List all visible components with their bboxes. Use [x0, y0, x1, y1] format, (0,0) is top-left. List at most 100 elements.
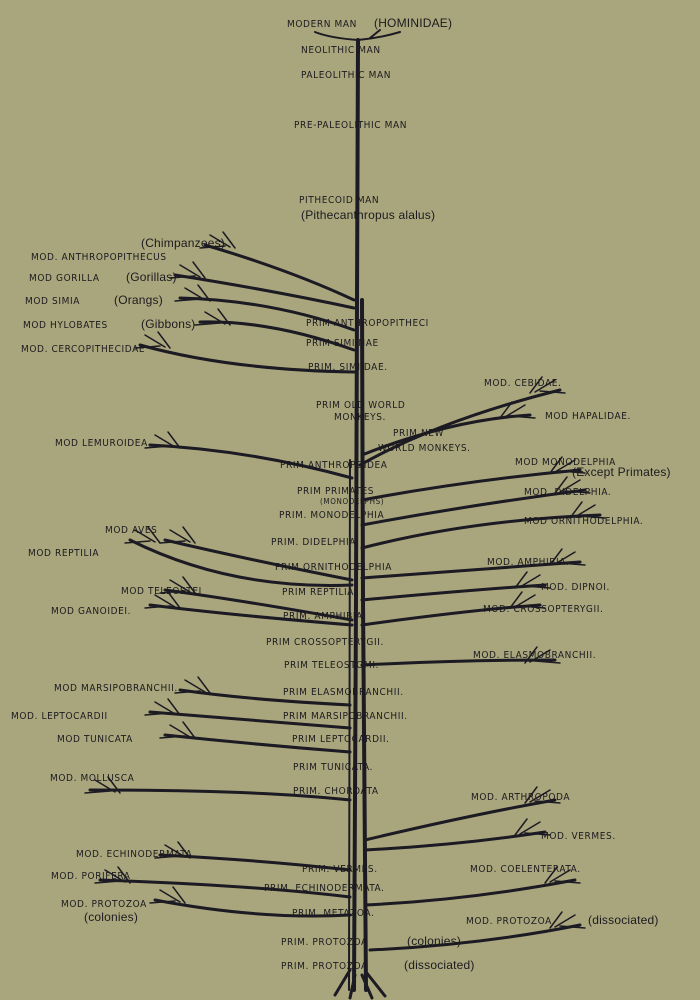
twig: [154, 841, 191, 859]
branch: [163, 733, 352, 754]
branch: [163, 588, 354, 622]
twig: [549, 911, 586, 929]
twig: [144, 431, 181, 449]
node-label: (colonies): [407, 934, 461, 948]
node-label: MOD. CEBIDAE.: [484, 378, 562, 389]
twig: [134, 331, 171, 349]
node-label: PRIM TUNICATA.: [293, 762, 373, 773]
twig: [169, 261, 206, 279]
twig: [569, 501, 606, 519]
node-label: PRE-PALEOLITHIC MAN: [294, 120, 407, 131]
node-label: MOD GANOIDEI.: [51, 606, 131, 617]
branch: [360, 560, 582, 580]
twig: [549, 548, 586, 566]
node-label: PRIM CROSSOPTERYGII.: [266, 637, 384, 648]
node-label: PRIM. ECHINODERMATA.: [264, 883, 385, 894]
node-label: MOD TUNICATA: [57, 734, 133, 745]
node-label: MOD. DIPNOI.: [541, 582, 610, 593]
twig: [529, 376, 566, 394]
twig: [159, 721, 196, 739]
node-label: NEOLITHIC MAN: [301, 45, 381, 56]
node-label: MOD MARSIPOBRANCHII.: [54, 683, 178, 694]
branch: [163, 538, 354, 582]
node-label: MOD. MOLLUSCA: [50, 773, 135, 784]
twig: [144, 591, 181, 609]
branch: [363, 878, 577, 907]
node-label: MOD LEMUROIDEA: [55, 438, 148, 449]
node-label: MOD SIMIA: [25, 296, 80, 307]
node-label: (Gorillas): [126, 270, 177, 284]
node-label: MOD. ANTHROPOPITHECUS: [31, 252, 167, 263]
node-label: PRIM. MONODELPHIA: [279, 510, 385, 521]
node-label: PRIM. VERMES.: [302, 864, 378, 875]
twig: [84, 776, 121, 794]
twig: [174, 284, 211, 302]
node-label: PRIM. SIMIIDAE.: [308, 362, 388, 373]
node-label: MOD. AMPHIBIA.: [487, 557, 569, 568]
node-label: MOD. CROSSOPTERYGII.: [483, 604, 603, 615]
node-label: MOD TELEOSTEI: [121, 586, 202, 597]
node-label: MOD. VERMES.: [541, 831, 616, 842]
node-label: PRIM. METAZOA.: [292, 908, 374, 919]
branch: [173, 273, 356, 310]
node-label: (dissociated): [404, 958, 475, 972]
node-label: WORLD MONKEYS.: [378, 443, 471, 454]
twig: [544, 866, 581, 884]
node-label: PRIM. DIDELPHIA: [271, 537, 356, 548]
node-label: PRIM LEPTOCARDII.: [292, 734, 390, 745]
node-label: PRIM TELEOSTOMI.: [284, 660, 379, 671]
node-label: (dissociated): [588, 913, 659, 927]
node-label: PRIM SIMIINAE: [306, 338, 379, 349]
node-label: MOD. LEPTOCARDII: [11, 711, 108, 722]
node-label: (Gibbons): [141, 317, 196, 331]
node-label: (MONODELPHS): [320, 497, 384, 506]
twig: [144, 698, 181, 716]
twig: [499, 401, 536, 419]
branch: [153, 898, 352, 918]
branch: [203, 243, 356, 302]
branch: [198, 320, 356, 352]
branches: [84, 29, 606, 1000]
node-label: PRIM MARSIPOBRANCHII.: [283, 711, 408, 722]
branch: [360, 468, 582, 502]
twig: [514, 818, 551, 836]
labels: MODERN MAN (HOMINIDAE) NEOLITHIC MAN PALEOL…: [11, 16, 671, 972]
branch: [138, 343, 356, 374]
branch: [178, 296, 356, 332]
branch: [358, 388, 562, 467]
node-label: PRIM. PROTOZOA: [281, 961, 368, 972]
twig: [159, 576, 196, 594]
twig: [149, 886, 186, 904]
branch: [360, 488, 587, 527]
node-label: PRIM ANTHROPOIDEA: [280, 460, 388, 471]
node-label: (Chimpanzees): [141, 236, 225, 250]
twig: [94, 866, 131, 884]
twig: [174, 676, 211, 694]
node-label: MOD. DIDELPHIA.: [524, 487, 611, 498]
node-label: PRIM ANTHROPOPITHECI: [306, 318, 429, 329]
node-label: MOD HAPALIDAE.: [545, 411, 631, 422]
branch: [98, 878, 352, 899]
node-label: PALEOLITHIC MAN: [301, 70, 391, 81]
node-label: PRIM. PROTOZOA: [281, 937, 368, 948]
twig: [159, 526, 196, 544]
branch: [368, 923, 582, 952]
node-label: PITHECOID MAN: [299, 195, 379, 206]
node-label: MONKEYS.: [334, 412, 386, 423]
twig: [554, 476, 591, 494]
branch: [360, 513, 602, 550]
twig: [509, 591, 546, 609]
twig: [549, 456, 586, 474]
node-label: MOD. COELENTERATA.: [470, 864, 581, 875]
roots: [333, 968, 387, 1000]
node-label: MODERN MAN: [287, 19, 357, 30]
branch: [128, 538, 354, 587]
branch: [148, 603, 354, 627]
node-label: MOD MONODELPHIA: [515, 457, 616, 468]
node-label: (HOMINIDAE): [374, 16, 452, 30]
node-label: (Pithecanthropus alalus): [301, 208, 435, 222]
node-label: MOD ORNITHODELPHIA.: [524, 516, 643, 527]
trunk: [348, 459, 351, 991]
node-label: PRIM ORNITHODELPHIA: [275, 562, 392, 573]
